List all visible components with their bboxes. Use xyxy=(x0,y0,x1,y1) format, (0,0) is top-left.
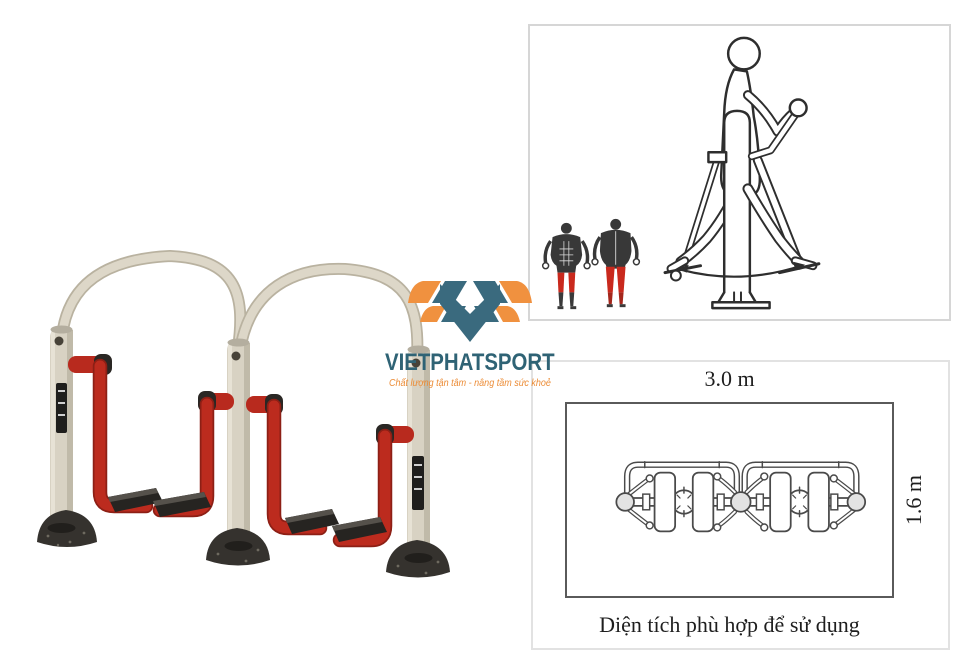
base-left xyxy=(37,510,97,547)
pedal-1 xyxy=(108,488,163,512)
pedal-pair-right xyxy=(769,471,830,533)
footprint-caption: Diện tích phù hợp để sử dụng xyxy=(599,612,860,637)
handrail-arch-right xyxy=(234,262,424,366)
muscle-chart-back xyxy=(591,218,641,308)
air-walker-usage-illustration xyxy=(541,36,821,310)
pedal-4 xyxy=(332,517,387,542)
base-middle xyxy=(206,528,270,566)
footprint-area-rectangle xyxy=(565,402,894,598)
width-dimension-label: 3.0 m xyxy=(704,366,755,391)
pedal-3 xyxy=(285,509,339,534)
brand-name: VIETPHATSPORT xyxy=(385,349,555,376)
brand-tagline: Chất lượng tận tâm - nâng tầm sức khoẻ xyxy=(389,378,551,389)
brand-logo: VIETPHATSPORT Chất lượng tận tâm - nâng … xyxy=(352,276,588,389)
pedal-pair-left xyxy=(653,471,715,533)
rail-loop-left xyxy=(623,461,741,500)
product-photo-air-walker xyxy=(37,249,450,578)
swing-arm-1 xyxy=(92,358,154,514)
exercising-person xyxy=(663,36,821,310)
post-label-right xyxy=(412,456,424,510)
swing-arm-4 xyxy=(332,428,393,548)
post-circles xyxy=(615,491,867,513)
footprint-top-view xyxy=(615,461,867,533)
handle-hooks xyxy=(626,472,857,532)
motion-arrow xyxy=(676,261,806,278)
usage-diagram-panel xyxy=(528,24,951,321)
pedal-2 xyxy=(153,492,211,517)
post-label-left xyxy=(56,383,67,433)
base-right xyxy=(386,540,450,578)
footprint-diagram-panel: 3.0 m xyxy=(531,360,950,650)
post-middle xyxy=(227,338,250,550)
brand-v-icon xyxy=(408,281,532,342)
height-dimension-label: 1.6 m xyxy=(901,474,926,526)
handrail-arch-left xyxy=(56,249,247,354)
rail-loop-right xyxy=(741,461,860,500)
logo-v-shape xyxy=(440,284,500,342)
muscle-chart-front xyxy=(541,222,591,310)
swing-arm-3 xyxy=(266,398,328,536)
